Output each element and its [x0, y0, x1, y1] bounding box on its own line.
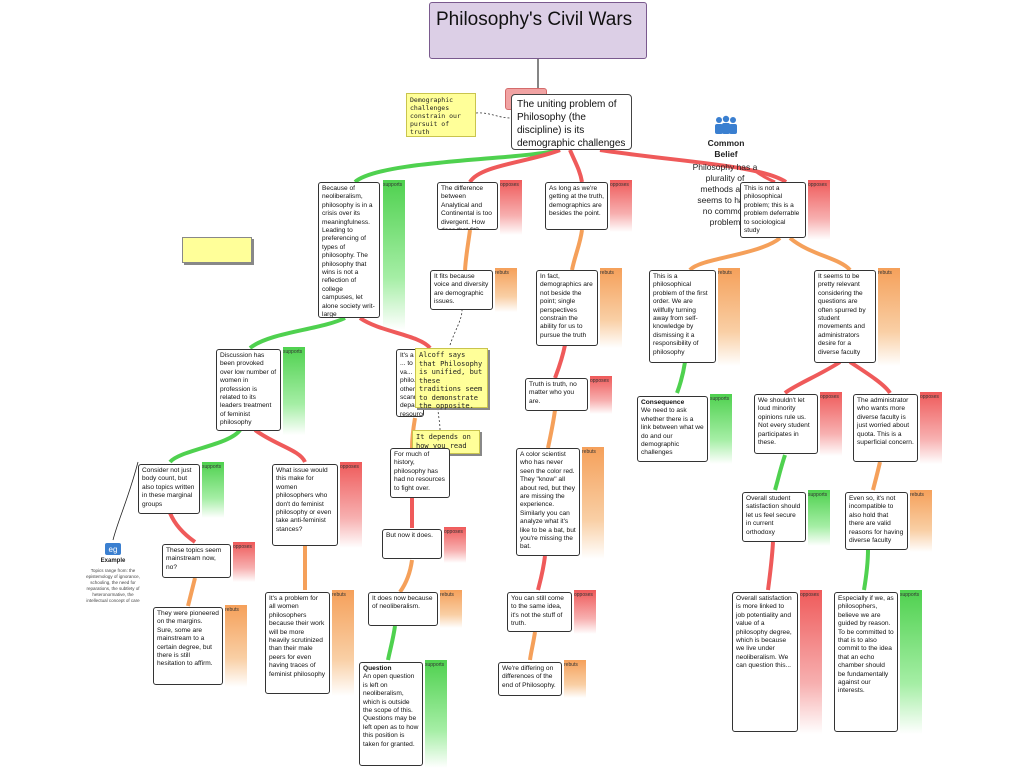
card-spurred[interactable]: It seems to be pretty relevant consideri… [814, 270, 876, 363]
card-body-count[interactable]: Consider not just body count, but also t… [138, 464, 200, 514]
card-color-scientist[interactable]: A color scientist who has never seen the… [516, 448, 580, 556]
note-demographic[interactable]: Demographic challenges constrain our pur… [406, 93, 476, 137]
card-not-philosophical[interactable]: This is not a philosophical problem; thi… [740, 182, 806, 238]
card-discussion[interactable]: Discussion has been provoked over low nu… [216, 349, 281, 431]
example-label: Example [100, 558, 126, 564]
card-satisfaction[interactable]: Overall student satisfaction should let … [742, 492, 806, 542]
flag-opposes: opposes [233, 542, 255, 582]
flag-opposes: opposes [610, 180, 632, 232]
flag-supports: supports [425, 660, 447, 768]
flag-opposes: opposes [444, 527, 466, 563]
flag-supports: supports [283, 347, 305, 435]
card-differing[interactable]: We're differing on differences of the en… [498, 662, 562, 696]
flag-supports: supports [900, 590, 922, 734]
flag-rebuts: rebuts [440, 590, 462, 628]
empty-sticky-note[interactable] [182, 237, 252, 263]
card-neoliberal[interactable]: Because of neoliberalism, philosophy is … [318, 182, 380, 318]
flag-opposes: opposes [340, 462, 362, 548]
card-as-long-as[interactable]: As long as we're getting at the truth, d… [545, 182, 608, 230]
main-claim-box[interactable]: The uniting problem of Philosophy (the d… [511, 94, 632, 150]
flag-rebuts: rebuts [582, 447, 604, 559]
flag-opposes: opposes [800, 590, 822, 734]
flag-supports: supports [808, 490, 830, 546]
note-alcoff[interactable]: Alcoff says that Philosophy is unified, … [415, 348, 488, 410]
card-but-now[interactable]: But now it does. [382, 529, 442, 559]
diagram-title[interactable]: Philosophy's Civil Wars [429, 2, 647, 59]
flag-rebuts: rebuts [910, 490, 932, 552]
card-mainstream[interactable]: These topics seem mainstream now, no? [162, 544, 231, 578]
flag-opposes: opposes [920, 392, 942, 464]
card-even-so[interactable]: Even so, it's not incompatible to also h… [845, 492, 908, 550]
flag-supports: supports [202, 462, 224, 518]
common-belief-icon [715, 115, 737, 134]
card-truth[interactable]: Truth is truth, no matter who you are. [525, 378, 588, 411]
flag-rebuts: rebuts [878, 268, 900, 366]
card-problem-all[interactable]: It's a problem for all women philosopher… [265, 592, 330, 694]
flag-opposes: opposes [590, 376, 612, 414]
card-voice[interactable]: It fits because voice and diversity are … [430, 270, 493, 310]
card-history[interactable]: For much of history, philosophy has had … [390, 448, 450, 498]
common-belief-text: Philosophy has a plurality of methods an… [692, 162, 758, 227]
common-belief-label: Common Belief [707, 138, 745, 159]
flag-supports: supports [710, 394, 732, 464]
card-does-now[interactable]: It does now because of neoliberalism. [368, 592, 438, 626]
flag-rebuts: rebuts [600, 268, 622, 348]
flag-rebuts: rebuts [718, 268, 740, 366]
flag-rebuts: rebuts [225, 605, 247, 687]
svg-text:eg: eg [109, 545, 118, 554]
flag-supports: supports [383, 180, 405, 330]
flag-rebuts: rebuts [564, 660, 586, 698]
flag-opposes: opposes [500, 180, 522, 235]
example-text: Topics range from: the epistemology of i… [86, 568, 140, 603]
example-icon: eg [105, 543, 121, 555]
card-job-market[interactable]: Overall satisfaction is more linked to j… [732, 592, 798, 732]
flag-opposes: opposes [820, 392, 842, 456]
flag-rebuts: rebuts [495, 268, 517, 312]
card-first-order[interactable]: This is a philosophical problem of the f… [649, 270, 716, 363]
card-issue[interactable]: What issue would this make for women phi… [272, 464, 338, 546]
card-minority[interactable]: We shouldn't let loud minority opinions … [754, 394, 818, 454]
card-especially[interactable]: Especially if we, as philosophers, belie… [834, 592, 898, 732]
card-analytic[interactable]: The difference between Analytical and Co… [437, 182, 498, 230]
card-pioneered[interactable]: They were pioneered on the margins. Sure… [153, 607, 223, 685]
flag-opposes: opposes [574, 590, 596, 634]
flag-opposes: opposes [808, 180, 830, 240]
card-administrator[interactable]: The administrator who wants more diverse… [853, 394, 918, 462]
card-in-fact[interactable]: In fact, demographics are not beside the… [536, 270, 598, 346]
card-still-come[interactable]: You can still come to the same idea, it'… [507, 592, 572, 632]
flag-rebuts: rebuts [332, 590, 354, 696]
